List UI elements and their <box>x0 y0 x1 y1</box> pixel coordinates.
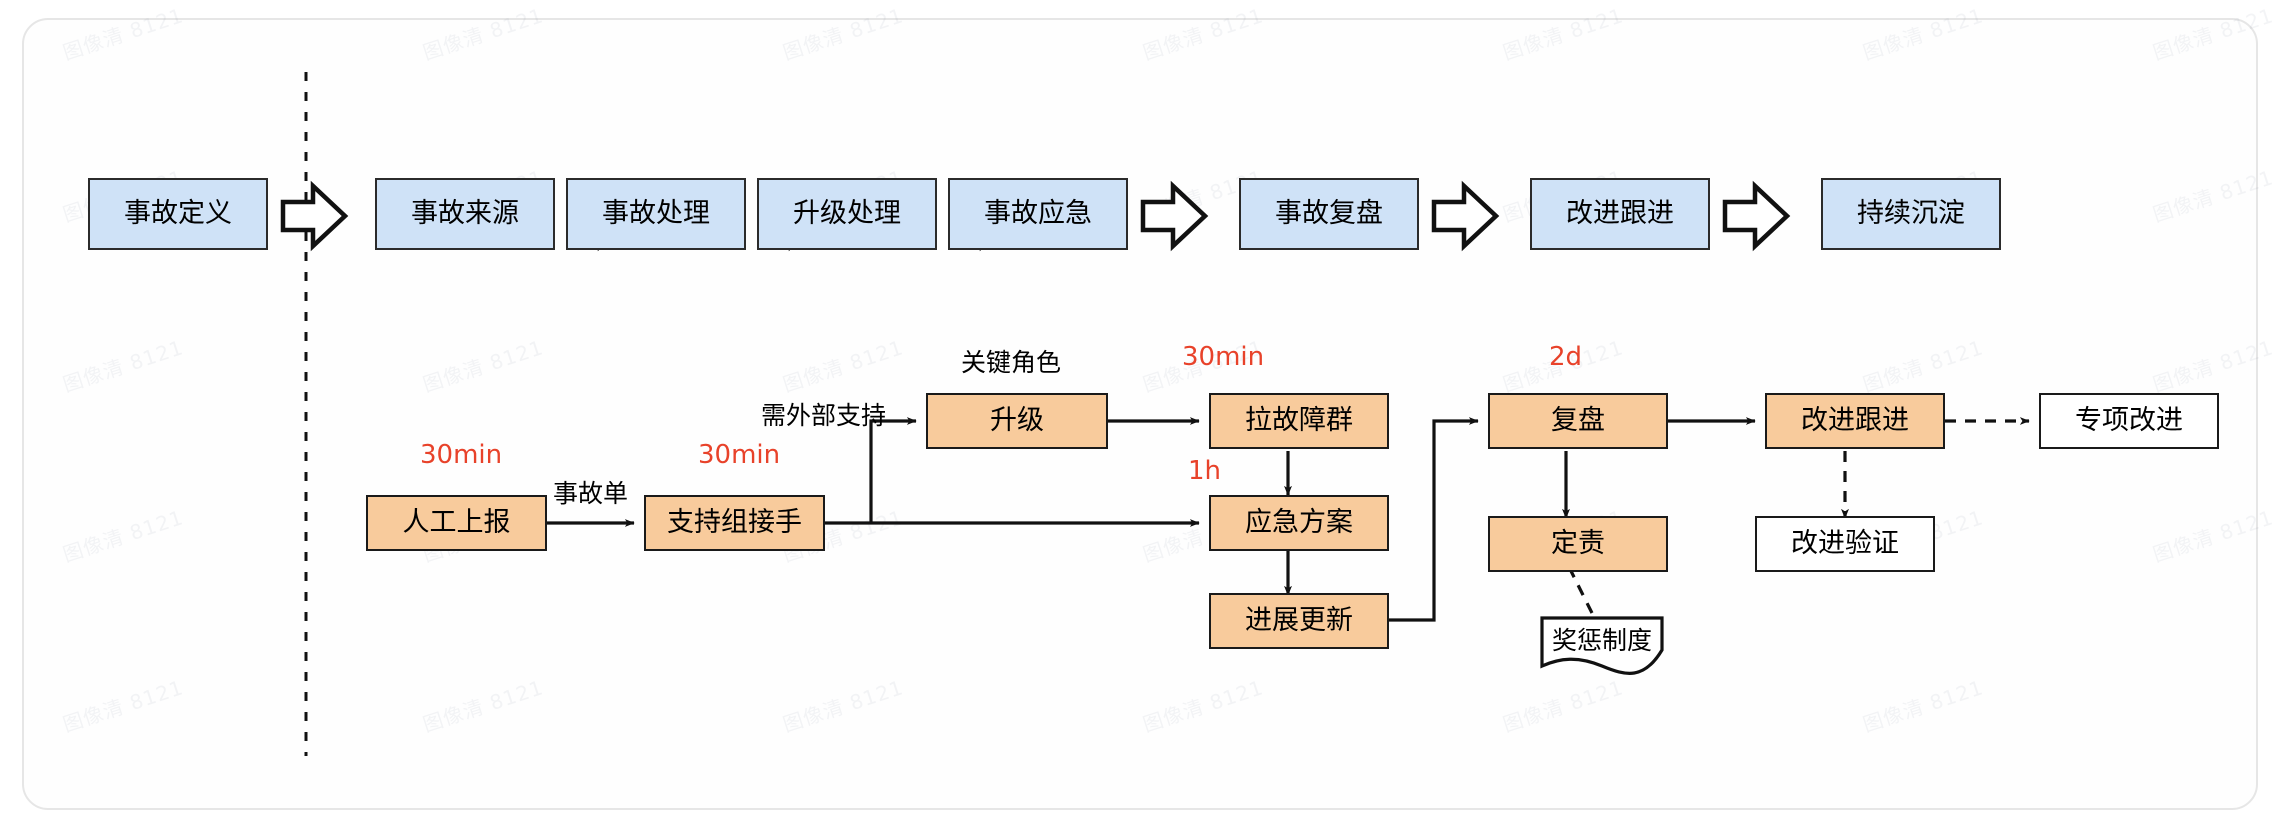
node-manual-report[interactable]: 人工上报 <box>366 495 547 551</box>
phase-box-improvement-followup[interactable]: 改进跟进 <box>1530 178 1710 250</box>
node-war-room[interactable]: 拉故障群 <box>1209 393 1389 449</box>
phase-box-incident-review[interactable]: 事故复盘 <box>1239 178 1419 250</box>
phase-box-escalation-handling[interactable]: 升级处理 <box>757 178 937 250</box>
annotation-key-role: 关键角色 <box>961 348 1062 377</box>
node-escalate[interactable]: 升级 <box>926 393 1108 449</box>
phase-box-incident-source[interactable]: 事故来源 <box>375 178 555 250</box>
node-emergency-plan[interactable]: 应急方案 <box>1209 495 1389 551</box>
phase-box-incident-definition[interactable]: 事故定义 <box>88 178 268 250</box>
phase-box-continuous-precipitation[interactable]: 持续沉淀 <box>1821 178 2001 250</box>
node-special-improvement[interactable]: 专项改进 <box>2039 393 2219 449</box>
phase-box-incident-handling[interactable]: 事故处理 <box>566 178 746 250</box>
node-accountability[interactable]: 定责 <box>1488 516 1668 572</box>
node-review[interactable]: 复盘 <box>1488 393 1668 449</box>
edge-label-needs-external-support: 需外部支持 <box>761 401 887 430</box>
time-label-manual-report: 30min <box>420 440 503 470</box>
time-label-war-room: 30min <box>1182 342 1265 372</box>
time-label-support-team: 30min <box>698 440 781 470</box>
time-label-review: 2d <box>1549 342 1583 372</box>
phase-box-incident-emergency[interactable]: 事故应急 <box>948 178 1128 250</box>
edge-label-incident-ticket: 事故单 <box>553 479 629 508</box>
node-reward-policy[interactable]: 奖惩制度 <box>1551 625 1652 655</box>
node-support-team-takeover[interactable]: 支持组接手 <box>644 495 825 551</box>
node-progress-update[interactable]: 进展更新 <box>1209 593 1389 649</box>
time-label-emergency-plan: 1h <box>1188 456 1222 486</box>
node-improvement-followup[interactable]: 改进跟进 <box>1765 393 1945 449</box>
node-improvement-verify[interactable]: 改进验证 <box>1755 516 1935 572</box>
